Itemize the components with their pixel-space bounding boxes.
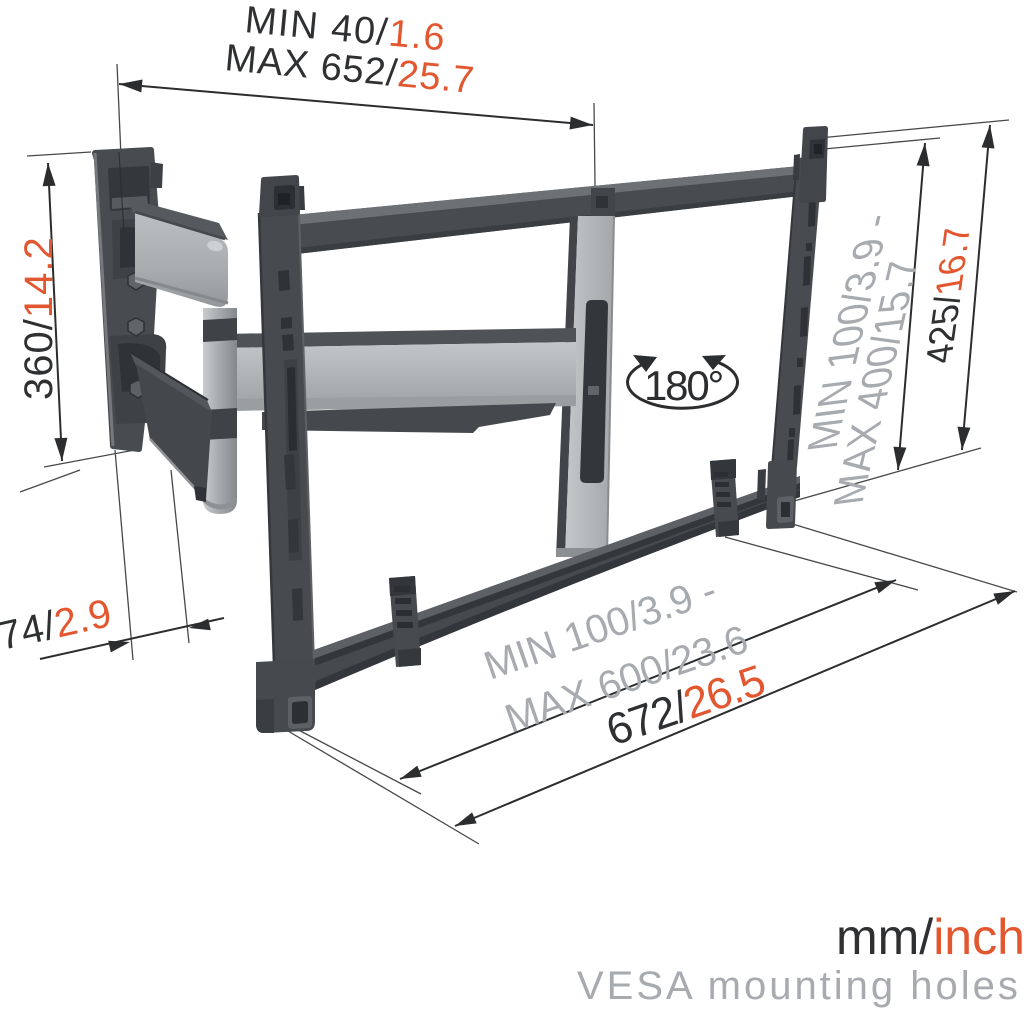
svg-text:mm/inch: mm/inch [836, 909, 1024, 965]
svg-text:360/14.2: 360/14.2 [17, 236, 61, 400]
svg-text:180°: 180° [644, 362, 722, 409]
svg-text:VESA mounting holes: VESA mounting holes [577, 964, 1021, 1008]
